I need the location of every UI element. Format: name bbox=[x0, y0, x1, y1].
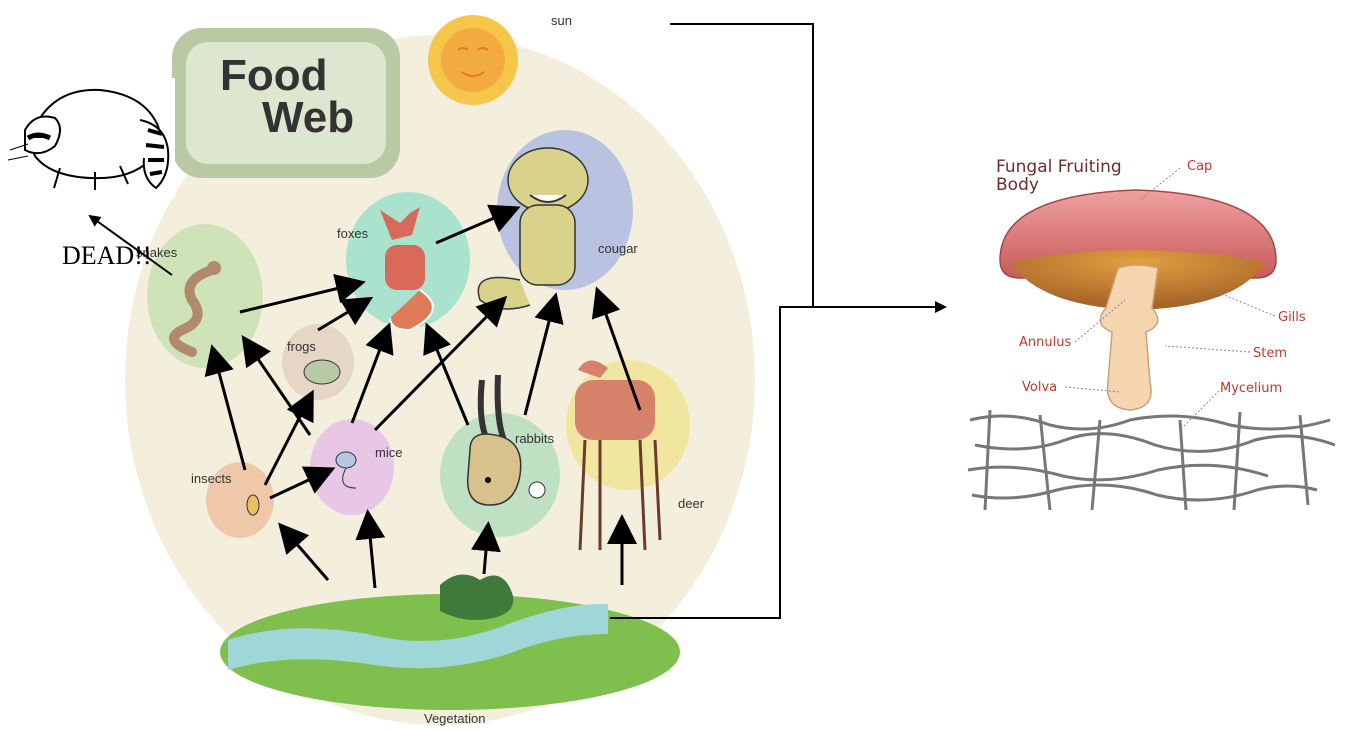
dead-label: DEAD!! bbox=[62, 241, 152, 270]
frog-drawing bbox=[304, 360, 340, 384]
vegetation-label: Vegetation bbox=[424, 711, 485, 726]
deer-label: deer bbox=[678, 496, 705, 511]
rabbits-label: rabbits bbox=[515, 431, 555, 446]
insect-drawing bbox=[247, 495, 259, 515]
mice-bubble bbox=[310, 419, 394, 515]
cougar-label: cougar bbox=[598, 241, 638, 256]
volva-label: Volva bbox=[1022, 380, 1057, 395]
fungus-title-line-2: Body bbox=[996, 175, 1039, 195]
annulus-label: Annulus bbox=[1019, 335, 1071, 350]
stem-label: Stem bbox=[1253, 346, 1287, 361]
fungus-title-line-1: Fungal Fruiting bbox=[996, 157, 1122, 177]
raccoon-drawing bbox=[0, 78, 175, 198]
title-line-2: Web bbox=[262, 93, 354, 142]
foxes-label: foxes bbox=[337, 226, 369, 241]
mycelium-drawing bbox=[968, 410, 1335, 510]
food-web-title-box: Food Web bbox=[172, 28, 400, 178]
frogs-label: frogs bbox=[287, 339, 316, 354]
mycelium-label: Mycelium bbox=[1220, 381, 1282, 396]
sun-label: sun bbox=[551, 13, 572, 28]
gills-label: Gills bbox=[1278, 310, 1306, 325]
insects-label: insects bbox=[191, 471, 232, 486]
cap-label: Cap bbox=[1187, 159, 1212, 174]
mice-label: mice bbox=[375, 445, 402, 460]
fungus-diagram: Fungal Fruiting Body Cap Gills Annulus S… bbox=[968, 157, 1335, 510]
